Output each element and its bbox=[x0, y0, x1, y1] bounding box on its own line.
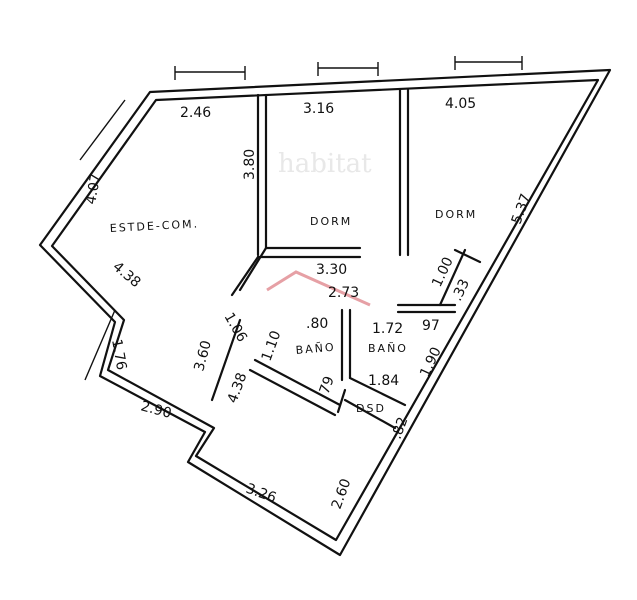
dim-closet-top: 1.84 bbox=[368, 373, 399, 389]
room-label-bedroom-1: DORM bbox=[310, 215, 352, 228]
dim-small-h: 1.00 bbox=[429, 255, 457, 290]
dim-hall-mid: 2.73 bbox=[328, 285, 359, 301]
dim-bottom-right: 2.60 bbox=[329, 477, 355, 512]
room-label-living: ESTDE-COM. bbox=[109, 217, 199, 235]
dim-notch-d: 3.60 bbox=[191, 339, 215, 373]
dim-closet-right: .82 bbox=[389, 415, 412, 441]
dim-left-upper: 4.07 bbox=[83, 172, 104, 205]
room-label-bath-1: BAÑO bbox=[295, 341, 336, 357]
windows bbox=[79, 56, 523, 381]
dim-bottom-left: 2.90 bbox=[139, 398, 173, 422]
dim-top-living: 2.46 bbox=[180, 105, 211, 121]
dim-hall-top: 3.30 bbox=[316, 262, 347, 278]
outer-wall bbox=[38, 68, 612, 557]
dim-small-r: .33 bbox=[449, 277, 473, 304]
dim-top-bed1: 3.16 bbox=[303, 101, 334, 117]
outer-wall-inner bbox=[50, 78, 600, 542]
dim-hall-left: 1.06 bbox=[221, 310, 250, 345]
room-label-closet: DSD bbox=[356, 402, 386, 415]
dim-closet-left: 79 bbox=[317, 374, 338, 396]
room-label-bedroom-2: DORM bbox=[435, 208, 477, 221]
dim-bath2-d: 97 bbox=[422, 318, 440, 334]
dim-left-lower: 4.38 bbox=[109, 259, 143, 291]
room-label-bath-2: BAÑO bbox=[368, 342, 408, 355]
dim-bath1-h: 1.10 bbox=[259, 329, 285, 364]
watermark-logo: habitat bbox=[266, 149, 372, 307]
dim-bath2-w: 1.72 bbox=[372, 321, 403, 337]
interior-walls bbox=[210, 88, 482, 430]
dim-living-depth: 3.80 bbox=[242, 149, 258, 180]
dim-top-bed2: 4.05 bbox=[445, 96, 476, 112]
dim-bath1-w: .80 bbox=[306, 316, 328, 332]
dim-notch-v: 1.76 bbox=[108, 338, 129, 372]
dim-hall-diag: 4.38 bbox=[225, 371, 251, 406]
dim-bottom: 3.26 bbox=[244, 481, 279, 507]
watermark-text: habitat bbox=[278, 149, 372, 179]
dim-right-side: 5.37 bbox=[509, 192, 535, 227]
